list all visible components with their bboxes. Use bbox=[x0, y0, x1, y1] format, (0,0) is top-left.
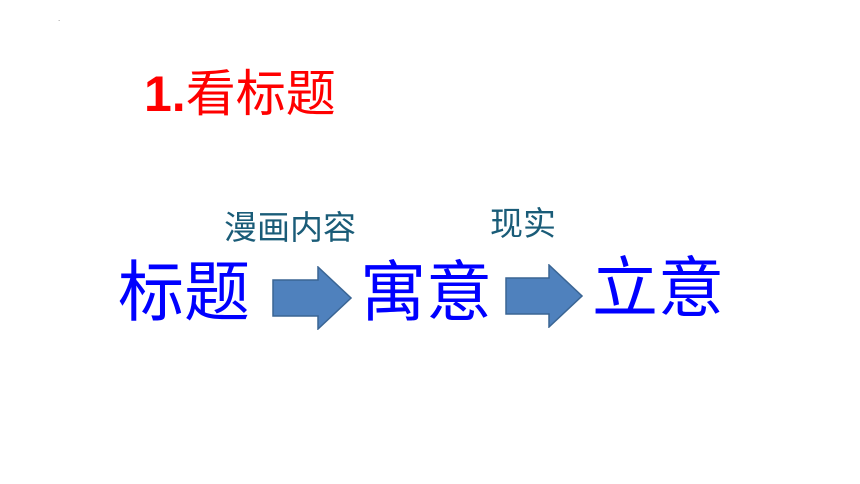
right-arrow-icon bbox=[272, 266, 352, 330]
caption-comic-content: 漫画内容 bbox=[224, 208, 356, 247]
right-arrow-icon bbox=[505, 264, 583, 328]
term-theme: 立意 bbox=[592, 250, 724, 327]
caption-reality: 现实 bbox=[490, 204, 556, 243]
heading-text: 看标题 bbox=[185, 66, 336, 122]
heading-number: 1. bbox=[144, 66, 186, 122]
term-implied-meaning: 寓意 bbox=[360, 254, 492, 331]
corner-mark: . bbox=[58, 14, 61, 23]
slide-heading: 1.看标题 bbox=[144, 62, 336, 126]
term-title: 标题 bbox=[118, 254, 250, 331]
